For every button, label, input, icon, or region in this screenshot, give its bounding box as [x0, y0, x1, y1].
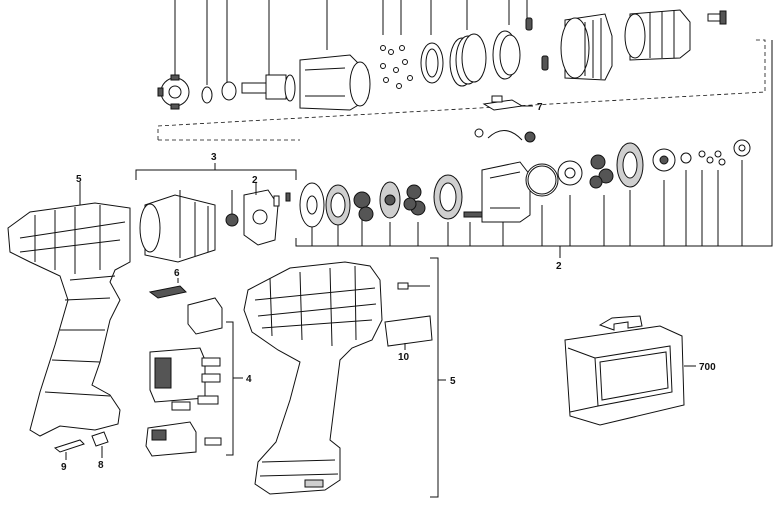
bushing: [221, 81, 237, 101]
callout-8: 8: [98, 460, 104, 471]
callout-700: 700: [699, 362, 716, 373]
part-8-clip: 8: [91, 431, 109, 471]
spindle-lock-ring: [733, 139, 751, 157]
switch-springs: [171, 395, 219, 411]
ring-gear-1: [325, 184, 351, 226]
housing-half-right: 5: [243, 257, 456, 498]
carrying-case-700: 700: [564, 315, 716, 426]
retaining-clip: [487, 130, 523, 141]
housing-screw: [397, 282, 430, 290]
callout-3: 3: [211, 152, 217, 163]
callout-6: 6: [174, 268, 180, 279]
planetary-gear-train: 2: [295, 40, 773, 272]
planet-gears-2: [403, 184, 426, 216]
clutch-ring: [492, 30, 521, 80]
pinion-gear: [225, 213, 239, 227]
planet-gears-3: [589, 154, 614, 189]
callout-10: 10: [398, 352, 410, 363]
part-9-contact: 9: [53, 439, 85, 473]
callout-5-right: 5: [450, 376, 456, 387]
steel-balls: [380, 45, 413, 89]
gear-leader-lines: [311, 160, 743, 246]
motor: [139, 190, 216, 263]
pin: [463, 211, 483, 218]
switch-cap: [187, 297, 223, 335]
ring-gear-3: [616, 142, 644, 188]
gearbox-front-housing: [299, 54, 371, 111]
motor-screws: [273, 192, 291, 207]
spring-clip: [525, 17, 533, 31]
washer: [201, 86, 213, 104]
callout-4: 4: [246, 374, 252, 385]
keyless-chuck: [624, 9, 691, 61]
motor-assembly-3: 3 2: [135, 152, 297, 263]
sun-gear-cluster-1: [353, 191, 374, 222]
motor-mount-plate: [243, 183, 279, 246]
ring-gear-2: [433, 174, 463, 220]
callout-9: 9: [61, 462, 67, 473]
callout-5-left: 5: [76, 174, 82, 185]
spindle-shaft: [241, 74, 296, 102]
chuck-screw: [707, 10, 727, 25]
housing-half-left: 5: [7, 174, 131, 437]
lock-pins: [698, 150, 726, 166]
planet-gear-carrier-1: [379, 181, 401, 219]
top-leader-lines: [174, 0, 528, 85]
part-10-rating-label: 10: [384, 315, 433, 363]
gear-carrier-ring: [157, 74, 190, 110]
switch-assembly-4: 4: [145, 297, 252, 457]
part-7-lock-plate: 7: [482, 95, 543, 113]
part-6-switch-button: 6: [148, 268, 188, 299]
gearbox-housing: [481, 161, 531, 223]
clutch-spring: [449, 33, 487, 87]
torque-collar: [560, 13, 613, 81]
callout-2-top: 2: [252, 175, 258, 186]
gearbox-exploded-row: [157, 0, 766, 141]
planet-carrier-2: [557, 160, 583, 186]
callout-7: 7: [537, 102, 543, 113]
callout-2-bottom: 2: [556, 261, 562, 272]
spring-clip-lower: [541, 55, 549, 71]
output-carrier: [652, 148, 676, 172]
trigger-switch: [149, 347, 221, 403]
small-washer: [680, 152, 692, 164]
electronic-module: [145, 421, 222, 457]
